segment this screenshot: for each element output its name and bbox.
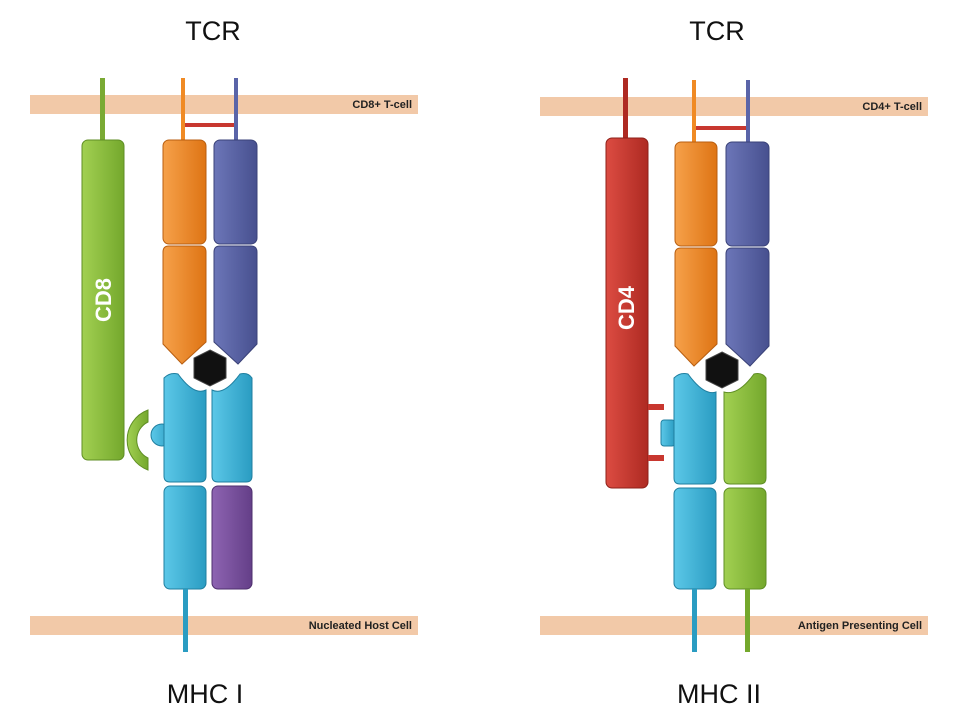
- mhc-class-i: [150, 373, 253, 652]
- tcr-beta-chain: [725, 141, 770, 367]
- mhc-class-i-panel: TCR MHC I CD8+ T-cell Nucleated Host Cel…: [30, 16, 418, 709]
- tcr-title-right: TCR: [689, 16, 745, 46]
- tcr-left: [162, 78, 258, 365]
- host-cell-label: Nucleated Host Cell: [309, 620, 412, 632]
- disulfide-bond: [696, 126, 746, 130]
- mhc-ii-alpha-chain: [673, 373, 717, 485]
- cd8-label: CD8: [91, 278, 116, 322]
- cd8-t-cell-label: CD8+ T-cell: [352, 99, 412, 111]
- peptide-antigen: [705, 351, 739, 389]
- cd4-label: CD4: [614, 285, 639, 330]
- tcr-alpha-chain: [674, 141, 718, 367]
- cd4-coreceptor: CD4: [605, 78, 664, 489]
- apc-label: Antigen Presenting Cell: [798, 620, 922, 632]
- tcr-beta-chain: [213, 139, 258, 365]
- mhc-class-ii: [660, 373, 767, 652]
- cd4-t-cell-membrane: [540, 97, 928, 116]
- tcr-right: [674, 80, 770, 367]
- mhc-i-title: MHC I: [167, 679, 244, 709]
- beta2-microglobulin: [211, 485, 253, 590]
- peptide-antigen: [193, 349, 227, 387]
- tcr-title-left: TCR: [185, 16, 241, 46]
- cd8-t-cell-membrane: [30, 95, 418, 114]
- disulfide-bond: [185, 123, 234, 127]
- mhc-ii-title: MHC II: [677, 679, 761, 709]
- cd8-coreceptor: CD8: [81, 78, 149, 471]
- mhc-ii-beta-chain: [723, 373, 767, 485]
- apc-membrane: [540, 616, 928, 635]
- host-cell-membrane: [30, 616, 418, 635]
- mhc-class-ii-panel: TCR MHC II CD4+ T-cell Antigen Presentin…: [540, 16, 928, 709]
- tcr-alpha-chain: [162, 139, 207, 365]
- cd4-t-cell-label: CD4+ T-cell: [862, 101, 922, 113]
